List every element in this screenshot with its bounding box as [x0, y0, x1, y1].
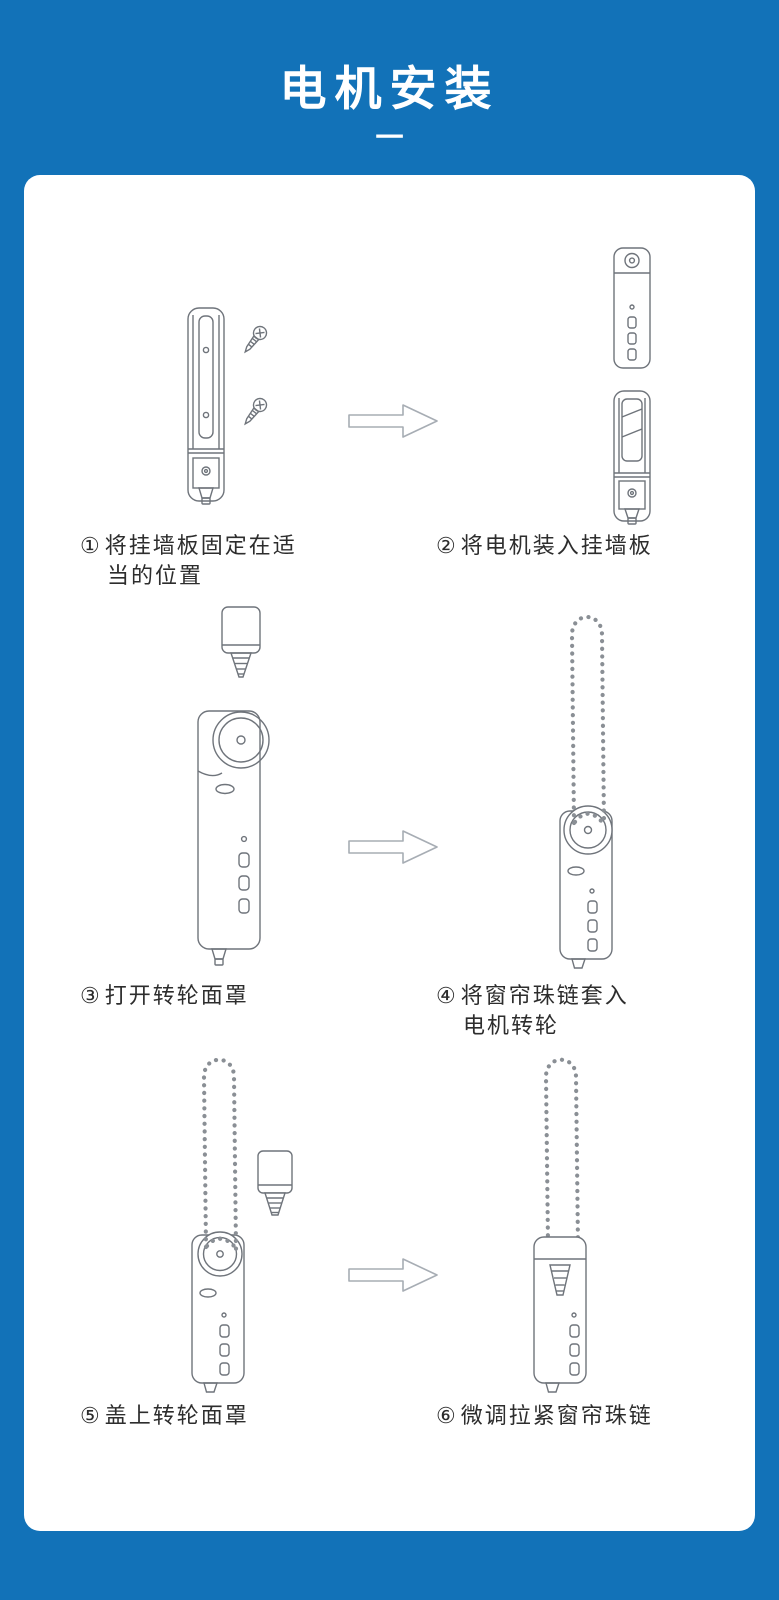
step-1-number: ①: [80, 533, 102, 558]
illustration-step-6: [510, 1043, 630, 1401]
illustration-step-2: [572, 243, 692, 527]
step-4-number: ④: [436, 983, 458, 1008]
step-2-number: ②: [436, 533, 458, 558]
step-arrow-3: [346, 1255, 441, 1295]
motor-chain-and-cover-piece-icon: [191, 1057, 293, 1393]
step-5-number: ⑤: [80, 1403, 102, 1428]
illustration-step-4: [530, 599, 650, 971]
step-1-text: 将挂墙板固定在适: [104, 533, 297, 558]
right-arrow-icon: [348, 830, 438, 864]
step-arrow-1: [346, 401, 441, 441]
right-arrow-icon: [348, 1258, 438, 1292]
motor-chain-cover-installed-icon: [533, 1057, 587, 1393]
step-arrow-2: [346, 827, 441, 867]
step-6-number: ⑥: [436, 1403, 458, 1428]
step-1-caption-line-2: 当的位置: [107, 563, 204, 588]
step-3-number: ③: [80, 983, 102, 1008]
right-arrow-icon: [348, 404, 438, 438]
step-5-text: 盖上转轮面罩: [104, 1403, 249, 1428]
step-2-text: 将电机装入挂墙板: [460, 533, 653, 558]
wall-plate-with-screws-icon: [187, 307, 268, 505]
illustration-step-1: [160, 303, 290, 518]
motor-and-mounted-plate-icon: [613, 247, 651, 525]
page-header: 电机安装 一: [0, 0, 779, 153]
page-title: 电机安装: [279, 62, 500, 115]
step-6-text: 微调拉紧窗帘珠链: [460, 1403, 653, 1428]
motor-with-wheel-cover-open-icon: [197, 606, 270, 966]
step-3-text: 打开转轮面罩: [104, 983, 249, 1008]
motor-with-bead-chain-icon: [559, 615, 613, 969]
step-4-caption-line-2: 电机转轮: [463, 1013, 560, 1038]
step-4-text: 将窗帘珠链套入: [460, 983, 629, 1008]
illustration-step-5: [160, 1043, 300, 1401]
title-underline: 一: [375, 122, 404, 153]
illustration-step-3: [170, 599, 290, 969]
